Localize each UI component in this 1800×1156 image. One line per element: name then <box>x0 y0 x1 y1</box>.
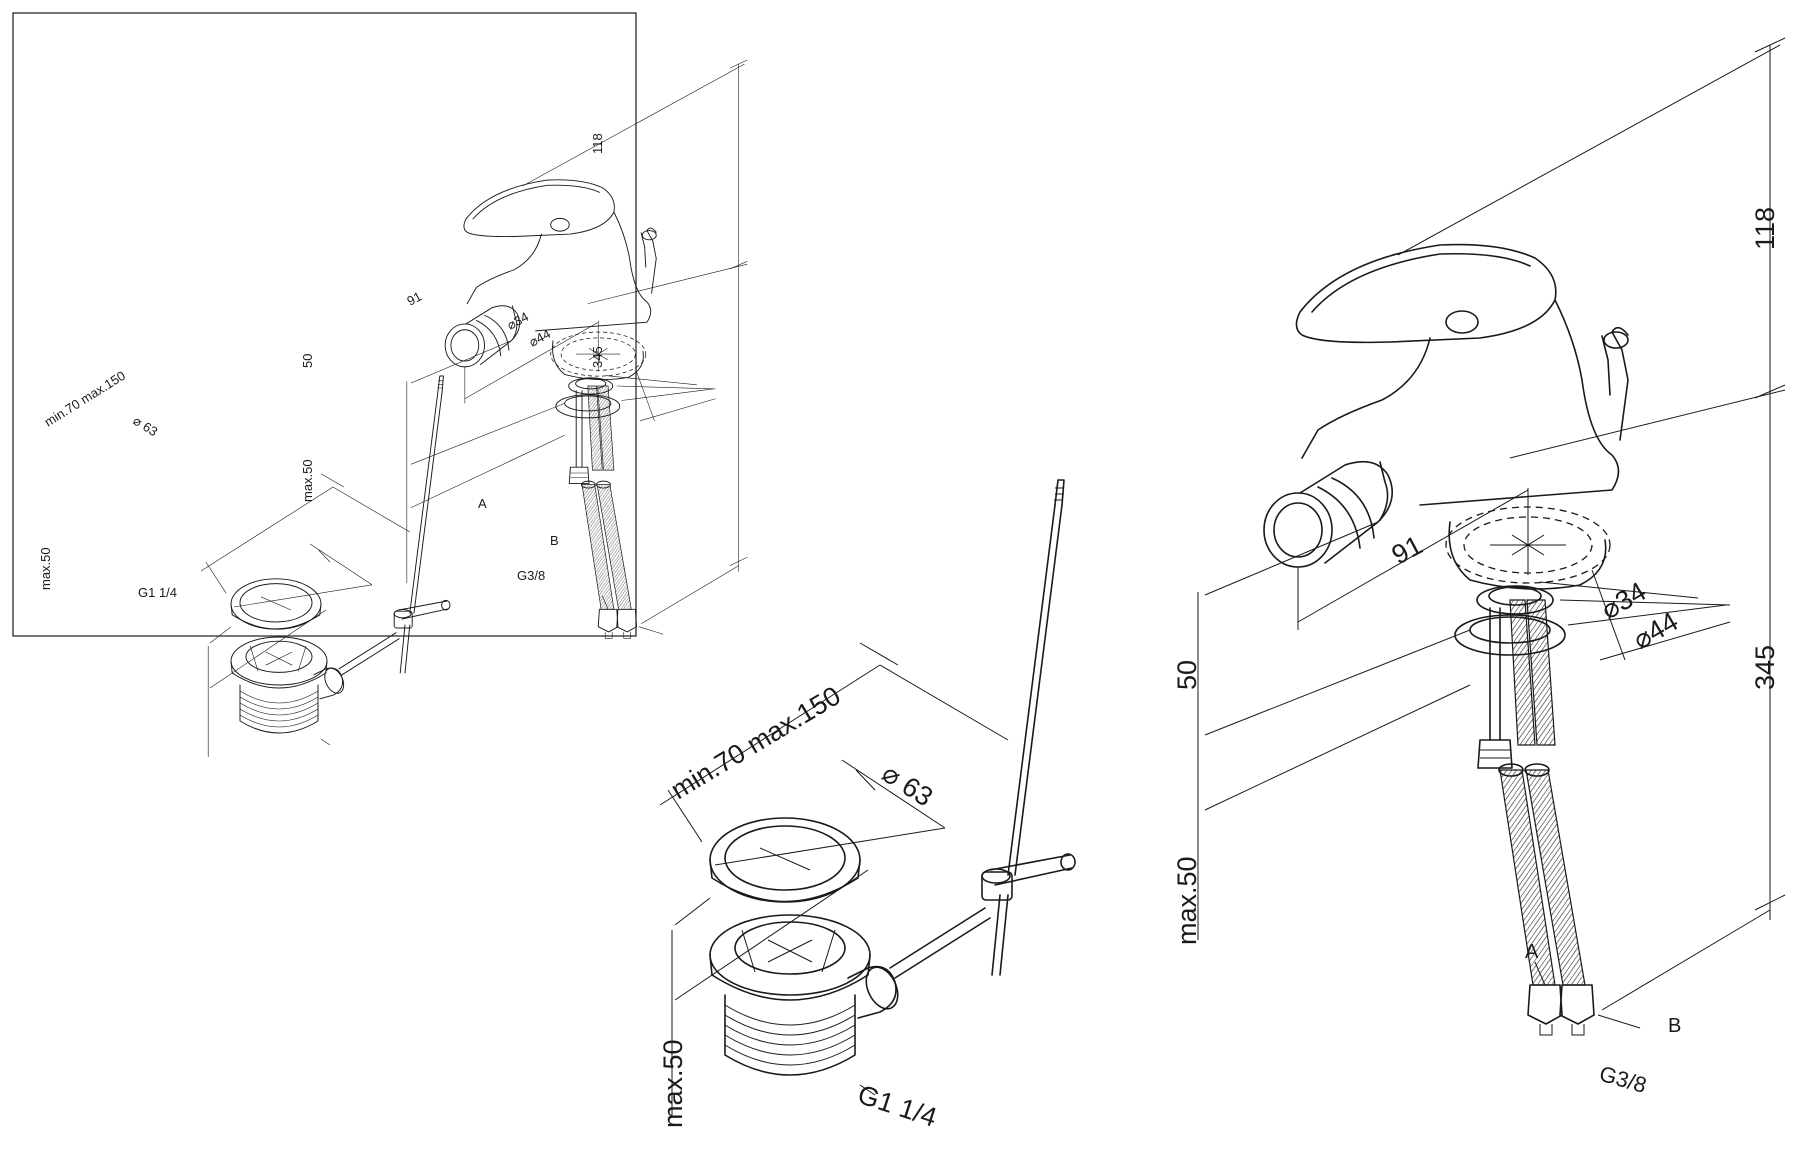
mixer-label-a: A <box>1525 941 1539 963</box>
mixer-total-label: 345 <box>1750 645 1780 690</box>
mixer-top-label: 118 <box>1750 207 1780 250</box>
inset-mixer-top-label: 118 <box>590 133 605 154</box>
inset-mixer-reach-label: 91 <box>404 289 424 309</box>
mixer-d34-label: ⌀34 <box>1596 576 1651 625</box>
mixer-drawing <box>1197 37 1786 1036</box>
inset-mixer-label-b: B <box>550 533 559 548</box>
drain-diameter-label: ⌀ 63 <box>877 758 938 812</box>
drain-thread-label: G1 1/4 <box>854 1079 940 1133</box>
inset-frame <box>12 12 637 637</box>
inset-drain-height-label: max.50 <box>38 547 53 590</box>
inset-drain-drawing <box>200 375 451 758</box>
mixer-reach-label: 91 <box>1387 530 1428 571</box>
inset-mixer-body-label: 50 <box>300 354 315 368</box>
inset-drain-thread-label: G1 1/4 <box>138 585 177 600</box>
inset-mixer-label-a: A <box>478 496 487 511</box>
mixer-d44-label: ⌀44 <box>1628 606 1683 655</box>
inset-drain-range-label: min.70 max.150 <box>42 368 128 430</box>
inset-mixer-drawing <box>406 59 748 639</box>
inset-mixer-deck-label: max.50 <box>300 459 315 502</box>
drain-height-label: max.50 <box>658 1039 688 1128</box>
mixer-body-label: 50 <box>1172 660 1202 690</box>
mixer-label-b: B <box>1668 1015 1681 1037</box>
inset-mixer-d34-label: ⌀34 <box>504 309 531 333</box>
mixer-deck-label: max.50 <box>1172 856 1202 945</box>
inset-mixer-thread-label: G3/8 <box>517 568 545 583</box>
mixer-thread-label: G3/8 <box>1597 1061 1650 1098</box>
drain-range-label: min.70 max.150 <box>666 680 846 805</box>
inset-mixer-total-label: 345 <box>590 346 605 368</box>
inset-drain-diameter-label: ⌀ 63 <box>130 413 160 439</box>
